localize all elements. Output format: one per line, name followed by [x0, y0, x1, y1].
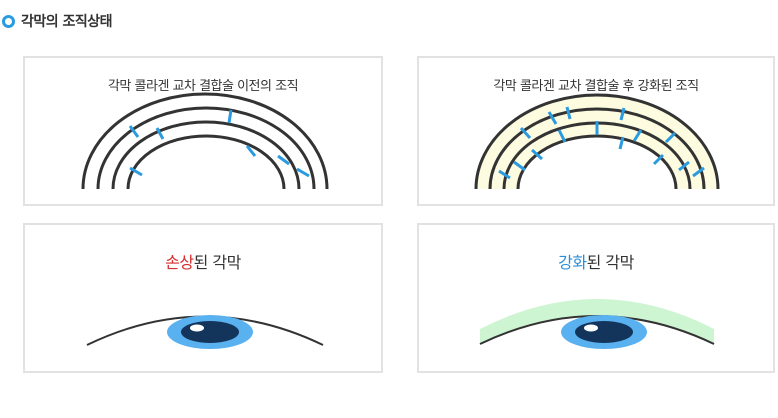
collagen-layer-inner: [126, 134, 286, 190]
panel-title-strengthened: 강화된 각막: [419, 249, 773, 273]
crosslink-segment: [618, 136, 625, 150]
panel-title-before: 각막 콜라겐 교차 결합술 이전의 조직: [107, 79, 299, 94]
crosslink-segment: [296, 167, 310, 178]
collagen-layer-2: [96, 106, 316, 190]
crosslink-segment: [129, 166, 143, 177]
strengthened-accent-text: 강화: [558, 253, 587, 272]
crosslink-segment: [547, 111, 558, 125]
crosslink-segment: [519, 126, 532, 140]
circle-bullet-icon: [2, 14, 15, 28]
collagen-layer-3: [111, 120, 301, 190]
crosslink-segment: [678, 160, 690, 172]
crosslink-segment: [557, 129, 567, 143]
panel-damaged-cornea: 손상된 각막: [23, 223, 383, 373]
pupil: [575, 321, 633, 343]
collagen-layer-inner: [516, 134, 678, 190]
panel-title-damaged: 손상된 각막: [25, 249, 381, 273]
damaged-accent-text: 손상: [165, 253, 194, 272]
cornea-layers-after-diagram: [474, 93, 720, 190]
crosslink-segment: [155, 127, 165, 140]
crosslink-segment: [565, 106, 572, 120]
panel-strengthened-cornea: 강화된 각막: [417, 223, 775, 373]
damaged-rest-text: 된 각막: [193, 253, 242, 272]
crosslink-segment: [530, 148, 544, 161]
section-header: 각막의 조직상태: [2, 10, 113, 32]
pupil-highlight: [190, 324, 204, 332]
crosslink-segment: [692, 166, 705, 178]
section-title: 각막의 조직상태: [21, 14, 113, 30]
crosslink-segment: [227, 109, 233, 124]
reinforced-tissue-fill: [476, 95, 718, 189]
strengthened-eye-diagram: [479, 299, 715, 349]
panel-after-crosslinking: 각막 콜라겐 교차 결합술 후 강화된 조직: [417, 56, 775, 206]
crosslink-segment: [245, 145, 257, 157]
pupil: [181, 321, 239, 343]
crosslink-segment: [277, 154, 290, 166]
collagen-layer-outer: [474, 93, 720, 190]
crosslink-segment: [128, 125, 140, 138]
crosslink-segment: [632, 129, 643, 142]
cornea-layers-before-diagram: [81, 92, 329, 190]
crosslink-segment: [498, 169, 511, 180]
collagen-layer-outer: [81, 92, 329, 190]
crosslink-segment: [619, 107, 626, 121]
strengthened-rest-text: 된 각막: [586, 253, 635, 272]
panel-title-after: 각막 콜라겐 교차 결합술 후 강화된 조직: [493, 79, 699, 94]
crosslink-segment: [513, 160, 526, 172]
reinforced-cornea-band: [480, 299, 714, 344]
crosslink-segment: [652, 153, 665, 166]
crosslink-segment: [664, 131, 677, 144]
panel-before-crosslinking: 각막 콜라겐 교차 결합술 이전의 조직: [23, 56, 383, 206]
pupil-highlight: [584, 324, 598, 332]
damaged-eye-diagram: [86, 315, 324, 349]
collagen-layer-2: [488, 107, 706, 190]
